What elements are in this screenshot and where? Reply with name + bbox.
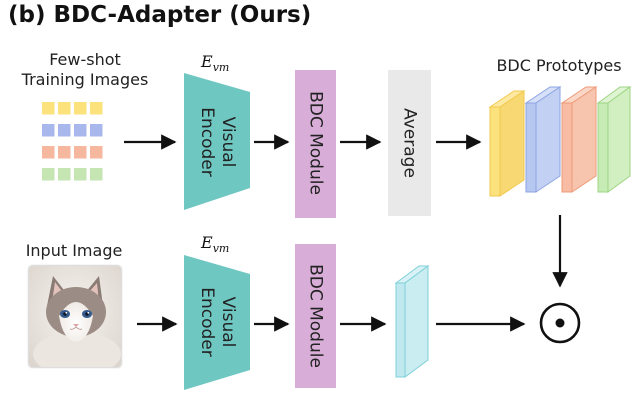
input-cat-image <box>29 266 121 367</box>
sample-square <box>42 102 55 115</box>
few-shot-label-line2: Training Images <box>21 70 149 89</box>
bdc-module-label-bottom: BDC Module <box>305 264 326 368</box>
figure-title: (b) BDC-Adapter (Ours) <box>8 2 312 28</box>
few-shot-sample-grid <box>42 102 103 181</box>
input-image-label: Input Image <box>25 241 123 260</box>
average-box <box>388 70 431 216</box>
bdc-module-label-top: BDC Module <box>305 91 326 195</box>
sample-square <box>74 102 87 115</box>
visual-encoder-top <box>184 73 250 210</box>
bdc-prototypes-label: BDC Prototypes <box>496 56 622 75</box>
visual-encoder-bottom <box>184 255 250 390</box>
encoder-symbol-top: Evm <box>201 52 230 75</box>
sample-square <box>42 124 55 137</box>
dot-product-icon <box>539 302 581 344</box>
bdc-prototype-blue <box>524 86 562 193</box>
sample-square <box>58 124 71 137</box>
sample-square <box>74 146 87 159</box>
sample-square <box>74 124 87 137</box>
sample-square <box>58 102 71 115</box>
sample-square <box>90 124 103 137</box>
sample-square <box>90 102 103 115</box>
sample-square <box>90 146 103 159</box>
bdc-module-top <box>295 70 336 218</box>
sample-square <box>90 168 103 181</box>
encoder-symbol-bottom: Evm <box>201 233 230 256</box>
bdc-prototype-orange <box>560 86 598 193</box>
sample-square <box>58 146 71 159</box>
visual-encoder-label-bottom-line1: Visual <box>218 296 238 348</box>
bdc-module-bottom <box>295 244 336 388</box>
visual-encoder-label-bottom: Visual Encoder <box>196 287 238 357</box>
bdc-prototype-green <box>596 86 632 193</box>
sample-square <box>42 146 55 159</box>
few-shot-label: Few-shot Training Images <box>0 50 170 90</box>
sample-square <box>58 168 71 181</box>
visual-encoder-label-top-line1: Visual <box>218 116 238 168</box>
average-label: Average <box>399 108 420 178</box>
sample-square <box>42 168 55 181</box>
visual-encoder-label-top-line2: Encoder <box>197 107 217 177</box>
bdc-prototype-yellow <box>488 90 526 197</box>
few-shot-label-line1: Few-shot <box>49 50 121 69</box>
visual-encoder-label-top: Visual Encoder <box>196 107 238 177</box>
input-feature-slab <box>394 265 430 378</box>
visual-encoder-label-bottom-line2: Encoder <box>197 287 217 357</box>
sample-square <box>74 168 87 181</box>
